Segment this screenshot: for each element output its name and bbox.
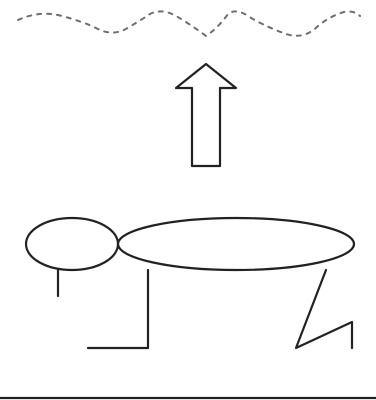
up-arrow xyxy=(176,64,236,166)
figure-left-leg xyxy=(88,270,148,348)
figure-right-leg xyxy=(296,270,352,348)
figure-head xyxy=(26,218,118,270)
top-wave xyxy=(18,11,360,36)
figure-body xyxy=(118,218,354,270)
